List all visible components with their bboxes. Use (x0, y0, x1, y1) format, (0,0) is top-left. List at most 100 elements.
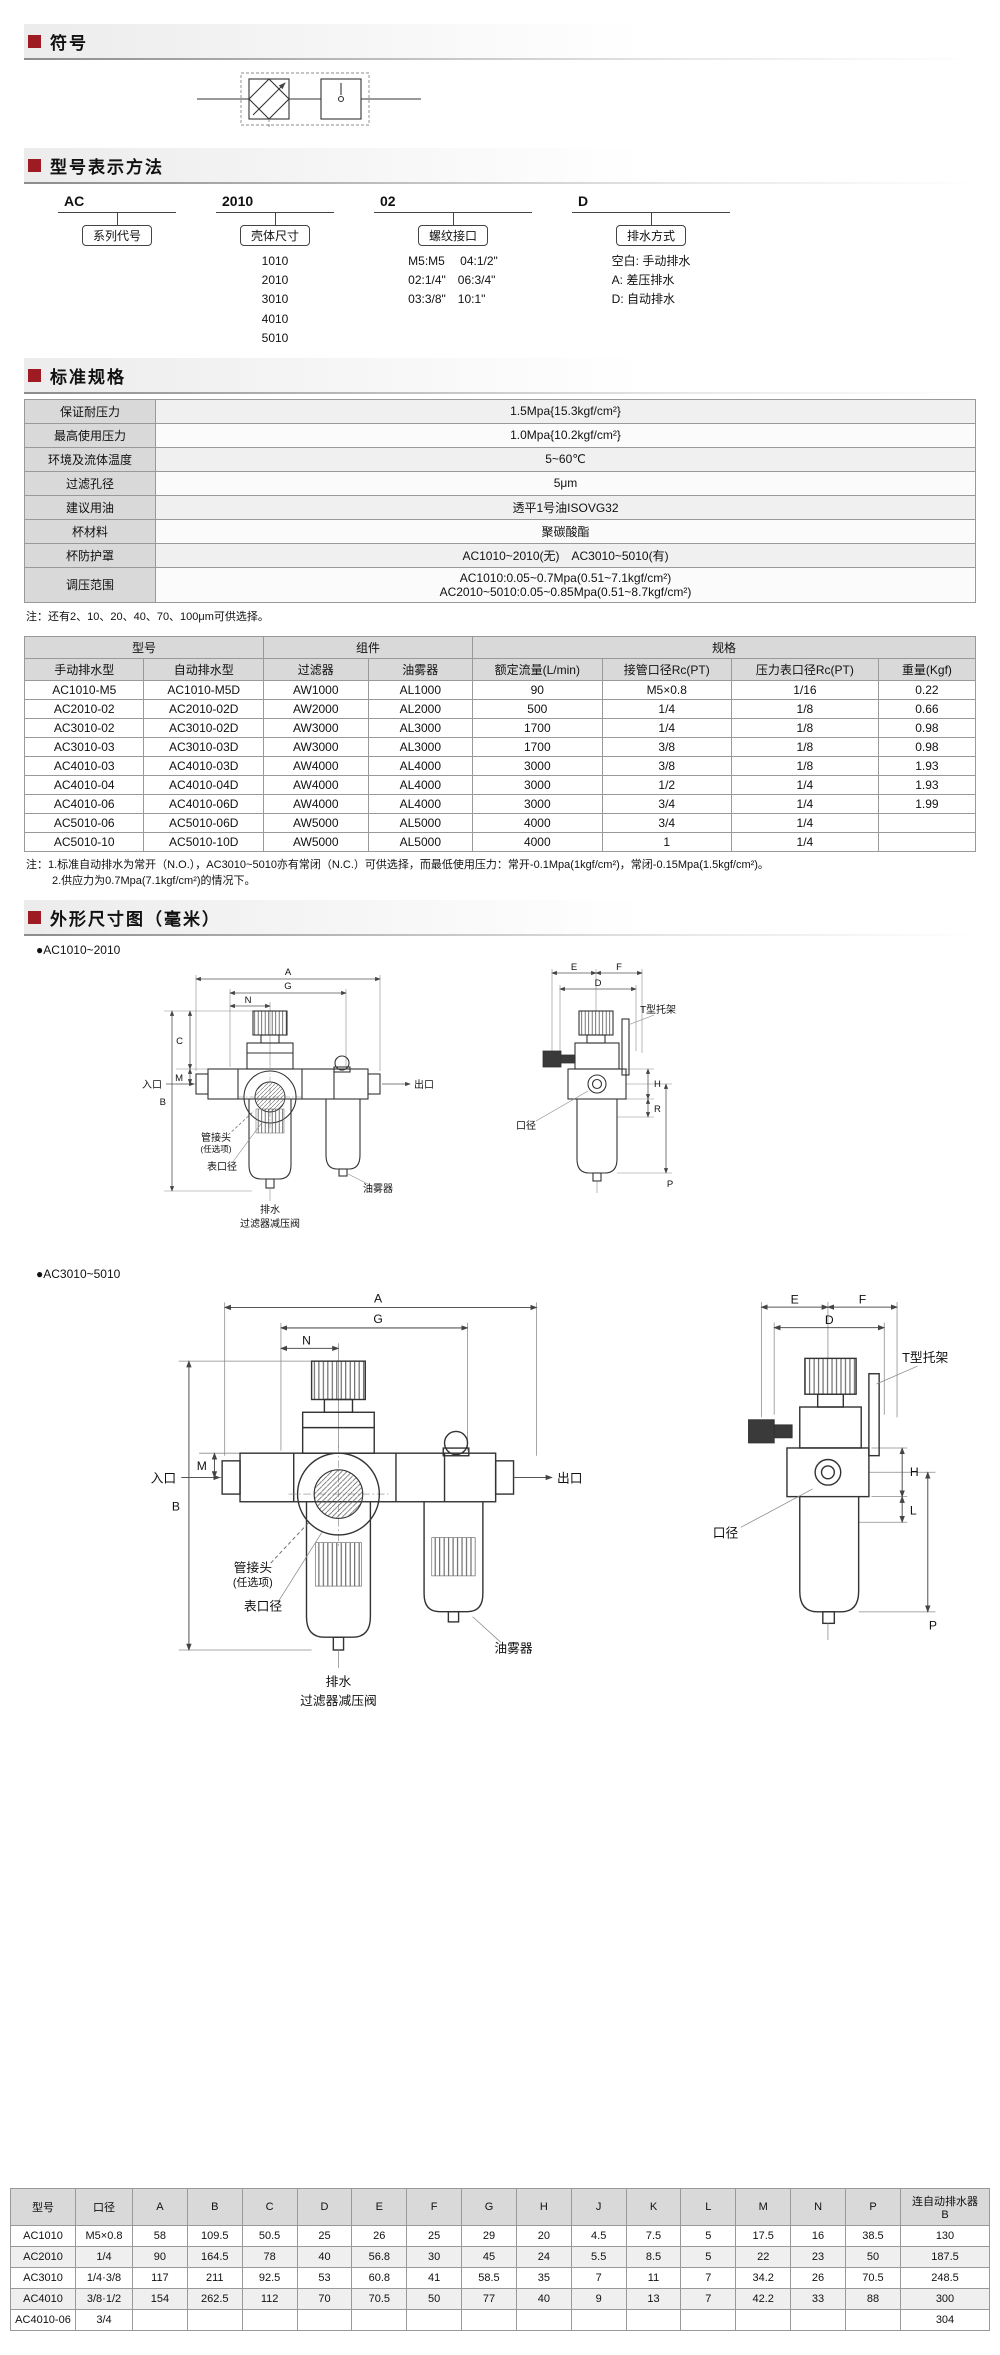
cell: 90 (472, 679, 603, 700)
cell: AC4010-03 (23, 755, 145, 776)
cell: 117 (132, 2267, 188, 2289)
cell: 最高使用压力 (24, 422, 156, 448)
cell: 9 (570, 2288, 627, 2310)
dim-label-m: M (175, 1073, 183, 1084)
drawing-group-ac1010-2010: A G N C M B (120, 959, 976, 1259)
col-header: M (735, 2188, 792, 2226)
col-header: H (515, 2188, 572, 2226)
dim-label-f: F (616, 962, 622, 973)
cell: 70.5 (844, 2267, 902, 2289)
dim-label-n: N (302, 1333, 311, 1347)
option: 1010 (261, 254, 289, 268)
cell: 杯防护罩 (24, 542, 156, 568)
cell: 34.2 (735, 2267, 792, 2289)
cell (790, 2309, 846, 2331)
cell: 16 (790, 2225, 846, 2247)
cell: 50 (844, 2246, 902, 2268)
cell: 3/8 (601, 755, 732, 776)
section-bullet-icon (28, 910, 41, 924)
manifold-body (567, 1068, 627, 1100)
cell: 杯材料 (24, 518, 156, 544)
cell: 调压范围 (24, 566, 156, 603)
cell: AL4000 (367, 774, 474, 795)
model-table-notes: 注：1.标准自动排水为常开（N.O.），AC3010~5010亦有常闭（N.C.… (26, 857, 976, 890)
cell: AC1010-M5D (143, 679, 264, 700)
pressure-gauge-side (542, 1050, 562, 1068)
cell: 13 (625, 2288, 682, 2310)
pneumatic-symbol-area (189, 65, 976, 138)
fitting-optional-label: (任选项) (233, 1576, 273, 1589)
cell: 环境及流体温度 (24, 446, 156, 472)
regulator-knob (310, 1360, 366, 1401)
cell: 1/4·3/8 (75, 2267, 133, 2289)
t-bracket (621, 1018, 630, 1076)
cell (351, 2309, 408, 2331)
gauge-port-circle (296, 1452, 381, 1536)
cell (515, 2309, 572, 2331)
cell: 42.2 (735, 2288, 792, 2310)
cell: 112 (241, 2288, 298, 2310)
cell: 1/8 (730, 717, 879, 738)
cell: 25 (406, 2225, 463, 2247)
cell (296, 2309, 353, 2331)
cell: 3000 (472, 755, 603, 776)
cell: 1700 (472, 717, 603, 738)
model-table-note-2: 2.供应力为0.7Mpa(7.1kgf/cm²)的情况下。 (52, 875, 256, 888)
cell: 60.8 (351, 2267, 408, 2289)
cell: 92.5 (241, 2267, 298, 2289)
cell: 7.5 (625, 2225, 682, 2247)
cell: 透平1号油ISOVG32 (155, 494, 976, 520)
cell: 8.5 (625, 2246, 682, 2268)
cell (461, 2309, 517, 2331)
dim-label-m: M (197, 1459, 207, 1473)
cell (570, 2309, 627, 2331)
col-header: F (406, 2188, 463, 2226)
dim-label-l: L (909, 1503, 916, 1517)
dim-label-n: N (245, 995, 252, 1006)
filter-regulator-label: 过滤器减压阀 (240, 1217, 300, 1230)
cell: 45 (461, 2246, 517, 2268)
cell: 5 (680, 2246, 737, 2268)
cell: AC3010-03 (23, 736, 145, 757)
col-header: C (241, 2188, 298, 2226)
col-header-flow: 额定流量(L/min) (472, 657, 603, 681)
cell: 5~60℃ (155, 446, 976, 472)
cell: 90 (132, 2246, 188, 2268)
cell: 38.5 (844, 2225, 902, 2247)
cell: 保证耐压力 (24, 398, 156, 424)
cell: 23 (790, 2246, 846, 2268)
drawing-caption-ac3010-5010: ●AC3010~5010 (36, 1266, 121, 1281)
cell: 1/4 (730, 793, 879, 814)
col-header-manual-drain: 手动排水型 (23, 657, 145, 681)
spec-note: 注：还有2、10、20、40、70、100μm可供选择。 (26, 610, 269, 623)
option: D: 自动排水 (611, 292, 675, 307)
cell: 109.5 (186, 2225, 243, 2247)
cell: 1/16 (730, 679, 879, 700)
section-title: 标准规格 (50, 367, 126, 387)
cell: 154 (132, 2288, 188, 2310)
cell: AC4010-04D (143, 774, 264, 795)
cell: 1/8 (730, 698, 879, 719)
bowl-side (576, 1098, 618, 1174)
model-selection-table: 型号 组件 规格 手动排水型 自动排水型 过滤器 油雾器 额定流量(L/min)… (23, 635, 977, 852)
cell: 4000 (472, 812, 603, 833)
cell: 1/4 (75, 2246, 133, 2268)
cell: AL2000 (367, 698, 474, 719)
cell: 1.99 (877, 793, 977, 814)
cell: 70 (296, 2288, 353, 2310)
cell: AC5010-06D (143, 812, 264, 833)
t-bracket (867, 1372, 880, 1457)
cell: 22 (735, 2246, 792, 2268)
dim-label-f: F (858, 1292, 865, 1306)
cell: 1/4 (730, 831, 879, 852)
cell: AC2010 (10, 2246, 76, 2268)
bracket-label: T型托架 (902, 1350, 948, 1365)
cell: 77 (461, 2288, 517, 2310)
